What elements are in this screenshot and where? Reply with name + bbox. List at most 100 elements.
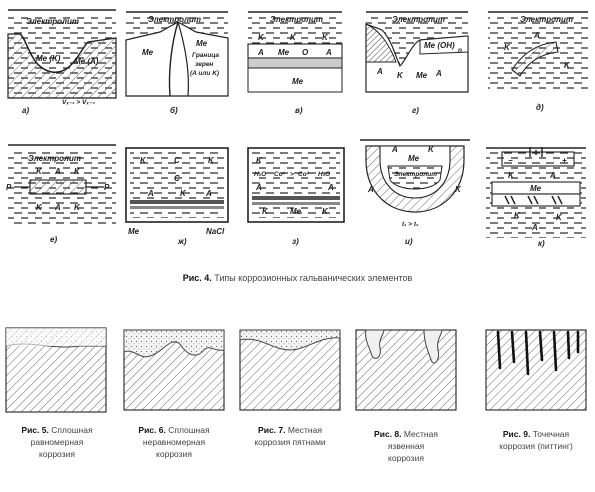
panel-g-electrolyte: Электролит xyxy=(392,15,445,24)
fig9-caption-line1: Точечная xyxy=(532,429,570,439)
panel-g-me-oh: Me (OH) xyxy=(424,41,455,50)
panel-z-a-right: A xyxy=(327,183,334,192)
panel-zh-c2: C xyxy=(174,174,180,183)
panel-g-me: Me xyxy=(416,71,428,80)
fig4-caption: Рис. 4. Типы коррозионных гальванических… xyxy=(0,273,595,283)
panel-k-plus: + xyxy=(562,156,567,165)
panel-a-formula: Vₓ₋₁ > Vₓ₋₄ xyxy=(62,99,95,106)
panel-d-letter: д) xyxy=(536,103,544,112)
panel-zh-k2: K xyxy=(208,156,215,165)
panel-zh-k3: K xyxy=(180,189,187,198)
panel-v-a2: A xyxy=(325,48,332,57)
panel-k-k1: K xyxy=(508,171,515,180)
fig5-caption-line2: равномерная xyxy=(30,437,84,447)
fig7-caption-number: Рис. 7. xyxy=(258,425,286,435)
fig6-diagram xyxy=(123,329,225,411)
fig5-caption-line1: Сплошная xyxy=(51,425,93,435)
panel-zh-nacl: NaCl xyxy=(206,227,225,236)
fig8-caption-line3: коррозия xyxy=(388,453,424,463)
panel-g-letter: г) xyxy=(412,106,419,115)
panel-i-a2: A xyxy=(367,185,374,194)
panel-v-me: Me xyxy=(278,48,290,57)
panel-z-h2o: H₂O xyxy=(254,171,266,178)
panel-a-me-k: Me (K) xyxy=(36,54,61,63)
fig6-caption-number: Рис. 6. xyxy=(138,425,166,435)
panel-a-me-a: Me (A) xyxy=(74,57,99,66)
panel-i-formula: t₁ > t₂ xyxy=(402,221,419,228)
panel-i-electrolyte: Электролит xyxy=(394,171,437,178)
fig4-caption-text: Типы коррозионных гальванических элемент… xyxy=(214,273,413,283)
panel-d-k2: K xyxy=(564,61,571,70)
panel-e-k-bot1: K xyxy=(36,203,43,212)
panel-z-h2o-right: H₂O xyxy=(318,171,330,178)
panel-b-me-right: Me xyxy=(196,39,208,48)
panel-g-a: A xyxy=(376,67,383,76)
panel-i-k2: K xyxy=(455,185,462,194)
fig5-diagram xyxy=(5,327,107,413)
panel-z-gt: > xyxy=(290,171,294,178)
fig7-caption: Рис. 7. Местная коррозия пятнами xyxy=(234,424,346,448)
panel-k-k3: K xyxy=(556,213,563,222)
panel-z: K H₂O Co¹ > Co² H₂O A A K Me K з) xyxy=(247,147,345,246)
panel-b: Электролит Me Me Граница зерен (A или K)… xyxy=(125,11,229,115)
panel-zh-k1: K xyxy=(140,156,147,165)
panel-d-k1: K xyxy=(504,43,511,52)
panel-a: Электролит Me (K) Me (A) а) Vₓ₋₁ > Vₓ₋₄ xyxy=(7,9,117,115)
panel-e-p-left: P xyxy=(6,183,12,192)
panel-b-letter: б) xyxy=(170,106,178,115)
panel-e-a-bot: A xyxy=(54,203,61,212)
panel-d-electrolyte: Электролит xyxy=(520,15,573,24)
panel-i-me: Me xyxy=(408,154,420,163)
fig9-caption: Рис. 9. Точечная коррозия (питтинг) xyxy=(478,428,594,452)
panel-b-me-left: Me xyxy=(142,48,154,57)
panel-v-electrolyte: Электролит xyxy=(270,15,323,24)
panel-a-letter: а) xyxy=(22,106,29,115)
fig8-caption-line1: Местная xyxy=(403,429,438,439)
fig5-caption-line3: коррозия xyxy=(39,449,75,459)
panel-k-a2: A xyxy=(531,223,538,232)
fig6-caption-line2: неравномерная xyxy=(142,437,206,447)
panel-z-letter: з) xyxy=(292,237,299,246)
panel-b-boundary: Граница xyxy=(192,52,219,59)
panel-zh-letter: ж) xyxy=(177,237,187,246)
panel-g: Электролит Me (OH) n A K Me A г) xyxy=(365,11,469,115)
panel-z-k3: K xyxy=(322,207,329,216)
panel-v-k1: K xyxy=(258,33,265,42)
panel-e: Электролит P P K A K K A K е) xyxy=(6,144,116,244)
panel-e-p-right: P xyxy=(104,183,110,192)
panel-v-k3: K xyxy=(322,33,329,42)
fig4-caption-number: Рис. 4. xyxy=(182,273,212,283)
panel-e-electrolyte: Электролит xyxy=(28,154,81,163)
panel-i: A K Me Электролит A K t₁ > t₂ и) xyxy=(360,139,470,246)
panel-zh-c1: C xyxy=(174,156,180,165)
panel-e-a-top: A xyxy=(54,167,61,176)
panel-g-k: K xyxy=(397,71,404,80)
fig6-caption-line1: Сплошная xyxy=(168,425,210,435)
panel-b-ak: (A или K) xyxy=(190,70,219,77)
fig7-caption-line1: Местная xyxy=(287,425,322,435)
panel-e-k-top2: K xyxy=(74,167,81,176)
fig9-caption-number: Рис. 9. xyxy=(502,429,531,439)
panel-z-me: Me xyxy=(290,207,302,216)
panel-v-letter: в) xyxy=(295,106,303,115)
panel-zh-a2: A xyxy=(205,189,212,198)
panel-i-a: A xyxy=(391,145,398,154)
panel-e-k-top1: K xyxy=(36,167,43,176)
fig9-diagram xyxy=(485,329,587,411)
panel-e-letter: е) xyxy=(50,235,57,244)
panel-zh-me: Me xyxy=(128,227,140,236)
panel-k: − + K A Me K A K к) xyxy=(486,147,586,248)
panel-k-letter: к) xyxy=(538,239,545,248)
panel-v-k2: K xyxy=(290,33,297,42)
panel-v-a1: A xyxy=(257,48,264,57)
fig8-caption-number: Рис. 8. xyxy=(374,429,402,439)
fig6-caption-line3: коррозия xyxy=(156,449,192,459)
panel-zh-a: A xyxy=(147,189,154,198)
panel-k-a1: A xyxy=(549,171,556,180)
panel-d-a: A xyxy=(533,31,540,40)
panel-b-electrolyte: Электролит xyxy=(148,15,201,24)
fig7-caption-line2: коррозия пятнами xyxy=(254,437,326,447)
panel-k-me: Me xyxy=(530,184,542,193)
panel-z-a: A xyxy=(255,183,262,192)
